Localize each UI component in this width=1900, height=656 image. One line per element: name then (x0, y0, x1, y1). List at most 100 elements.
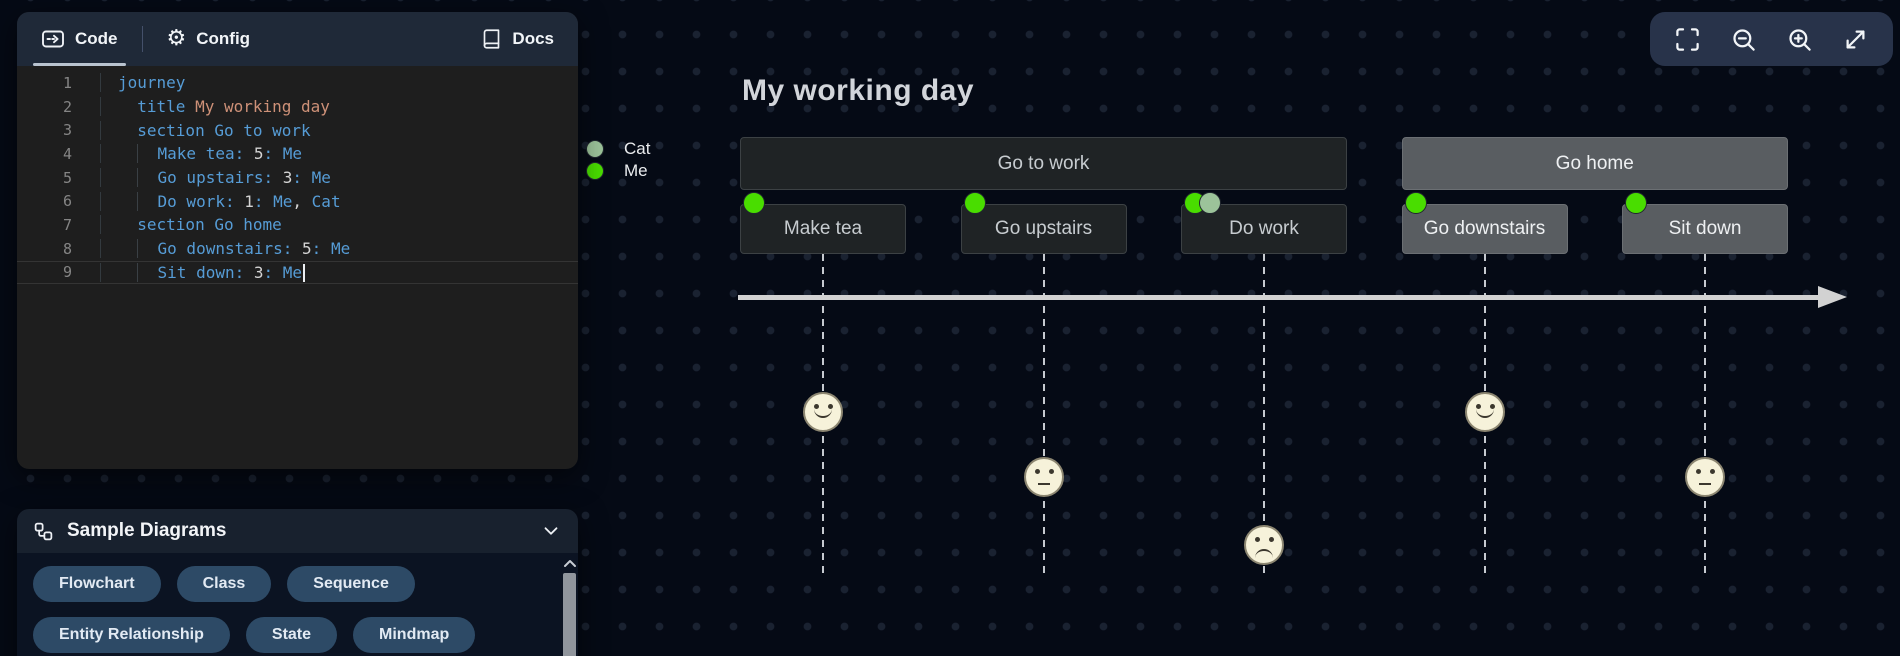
code-line-text: section Go home (100, 215, 282, 235)
diagram-view-controls (1650, 12, 1893, 66)
code-token: Do work: (138, 191, 245, 211)
sample-diagram-button-entity-relationship[interactable]: Entity Relationship (33, 617, 230, 653)
face-eye (1489, 404, 1495, 409)
samples-scrollbar[interactable] (561, 553, 578, 656)
sample-diagram-button-mindmap[interactable]: Mindmap (353, 617, 476, 653)
code-window-arrow-icon (42, 30, 64, 48)
chevron-up-icon (563, 559, 576, 567)
code-token: section Go home (137, 215, 282, 235)
indent-guide: Make tea: 5: Me (137, 144, 303, 164)
face-mouth (1037, 483, 1050, 485)
zoom-out-button[interactable] (1730, 26, 1757, 53)
code-token: Me (282, 262, 303, 282)
code-line-text: Go downstairs: 5: Me (100, 239, 351, 259)
legend-item: Me (586, 161, 648, 181)
sample-diagram-button-state[interactable]: State (245, 617, 338, 653)
face-mouth (814, 408, 832, 418)
section-bar: Go to work (740, 137, 1347, 190)
sample-diagram-button-flowchart[interactable]: Flowchart (33, 566, 161, 602)
code-line-text: title My working day (100, 97, 330, 117)
code-token: journey (118, 73, 186, 93)
task-bar: Make tea (740, 204, 906, 254)
actor-dot-me (1625, 192, 1647, 214)
resize-diagonal-icon (1846, 30, 1865, 48)
tab-code[interactable]: Code (33, 12, 126, 66)
zoom-in-button[interactable] (1786, 26, 1813, 53)
gear-icon: ⚙ (166, 26, 187, 51)
chevron-down-icon[interactable] (540, 520, 562, 542)
code-line-text: section Go to work (100, 120, 311, 140)
face-eye (828, 404, 833, 409)
workflow-icon (34, 522, 53, 540)
code-token: Cat (311, 191, 341, 211)
scrollbar-up-arrow[interactable] (562, 553, 578, 573)
code-token: : (311, 239, 331, 259)
indent-guide: Go downstairs: 5: Me (137, 239, 351, 259)
code-token (118, 121, 137, 140)
sample-diagrams-title: Sample Diagrams (67, 520, 227, 541)
toolbar-divider (141, 26, 143, 52)
code-token: Go upstairs: (138, 168, 283, 188)
face-eye (1048, 469, 1054, 474)
tab-docs-label: Docs (512, 29, 554, 48)
code-token (118, 97, 137, 116)
line-number: 1 (62, 73, 72, 92)
task-dashed-line (1704, 254, 1706, 575)
resize-diagonal-button[interactable] (1842, 26, 1869, 53)
sample-diagrams-header[interactable]: Sample Diagrams (17, 509, 578, 553)
code-token: Go downstairs: (138, 239, 303, 259)
face-neutral (1685, 457, 1725, 497)
code-token: Me (282, 144, 303, 164)
line-number: 7 (62, 215, 72, 234)
code-token: Make tea: (138, 144, 254, 164)
code-token: : (263, 144, 283, 164)
face-eye (814, 404, 819, 409)
scrollbar-thumb[interactable] (563, 573, 576, 656)
fullscreen-button[interactable] (1674, 26, 1701, 53)
face-neutral (1023, 457, 1064, 497)
code-line-text: Sit down: 3: Me (100, 262, 306, 283)
zoom-out-icon (1733, 28, 1755, 51)
face-mouth (1475, 408, 1494, 418)
diagram-title: My working day (742, 74, 975, 107)
task-bar: Go upstairs (960, 204, 1127, 254)
code-line: 9 Sit down: 3: Me (17, 260, 578, 285)
timeline-arrow (738, 295, 1819, 300)
code-token: section Go to work (137, 120, 311, 140)
toolbar-spacer (258, 12, 473, 66)
code-token: 3 (253, 262, 264, 282)
sample-diagram-button-class[interactable]: Class (176, 566, 272, 602)
code-token: : (292, 168, 312, 188)
face-eye (1475, 404, 1481, 409)
code-line: 5 Go upstairs: 3: Me (17, 166, 578, 190)
line-number: 5 (62, 168, 72, 187)
face-mouth (1255, 549, 1273, 559)
sample-diagram-button-sequence[interactable]: Sequence (287, 566, 415, 602)
code-token: 1 (244, 191, 254, 211)
tab-config-label: Config (196, 29, 251, 48)
actor-dot-me (1404, 192, 1427, 214)
code-line-text: Make tea: 5: Me (100, 144, 303, 164)
indent (118, 192, 137, 211)
face-eye (1710, 469, 1715, 474)
indent-guide: Go upstairs: 3: Me (137, 168, 331, 188)
code-line: 6 Do work: 1: Me, Cat (17, 189, 578, 213)
fullscreen-icon (1676, 27, 1700, 51)
code-line: 2 title My working day (17, 95, 578, 119)
code-token: 5 (302, 239, 312, 259)
code-token: 3 (282, 168, 293, 188)
legend-label: Me (624, 161, 648, 180)
timeline-arrow-head (1818, 286, 1847, 308)
editor-toolbar: Code ⚙ Config Docs (17, 12, 578, 66)
line-number: 2 (62, 97, 72, 116)
tab-docs[interactable]: Docs (473, 12, 562, 66)
code-line-text: Go upstairs: 3: Me (100, 168, 331, 188)
legend-dot (586, 140, 604, 158)
zoom-in-icon (1789, 28, 1811, 51)
code-token: Sit down: (138, 262, 254, 282)
code-line: 4 Make tea: 5: Me (17, 142, 578, 166)
tab-config[interactable]: ⚙ Config (159, 12, 259, 66)
